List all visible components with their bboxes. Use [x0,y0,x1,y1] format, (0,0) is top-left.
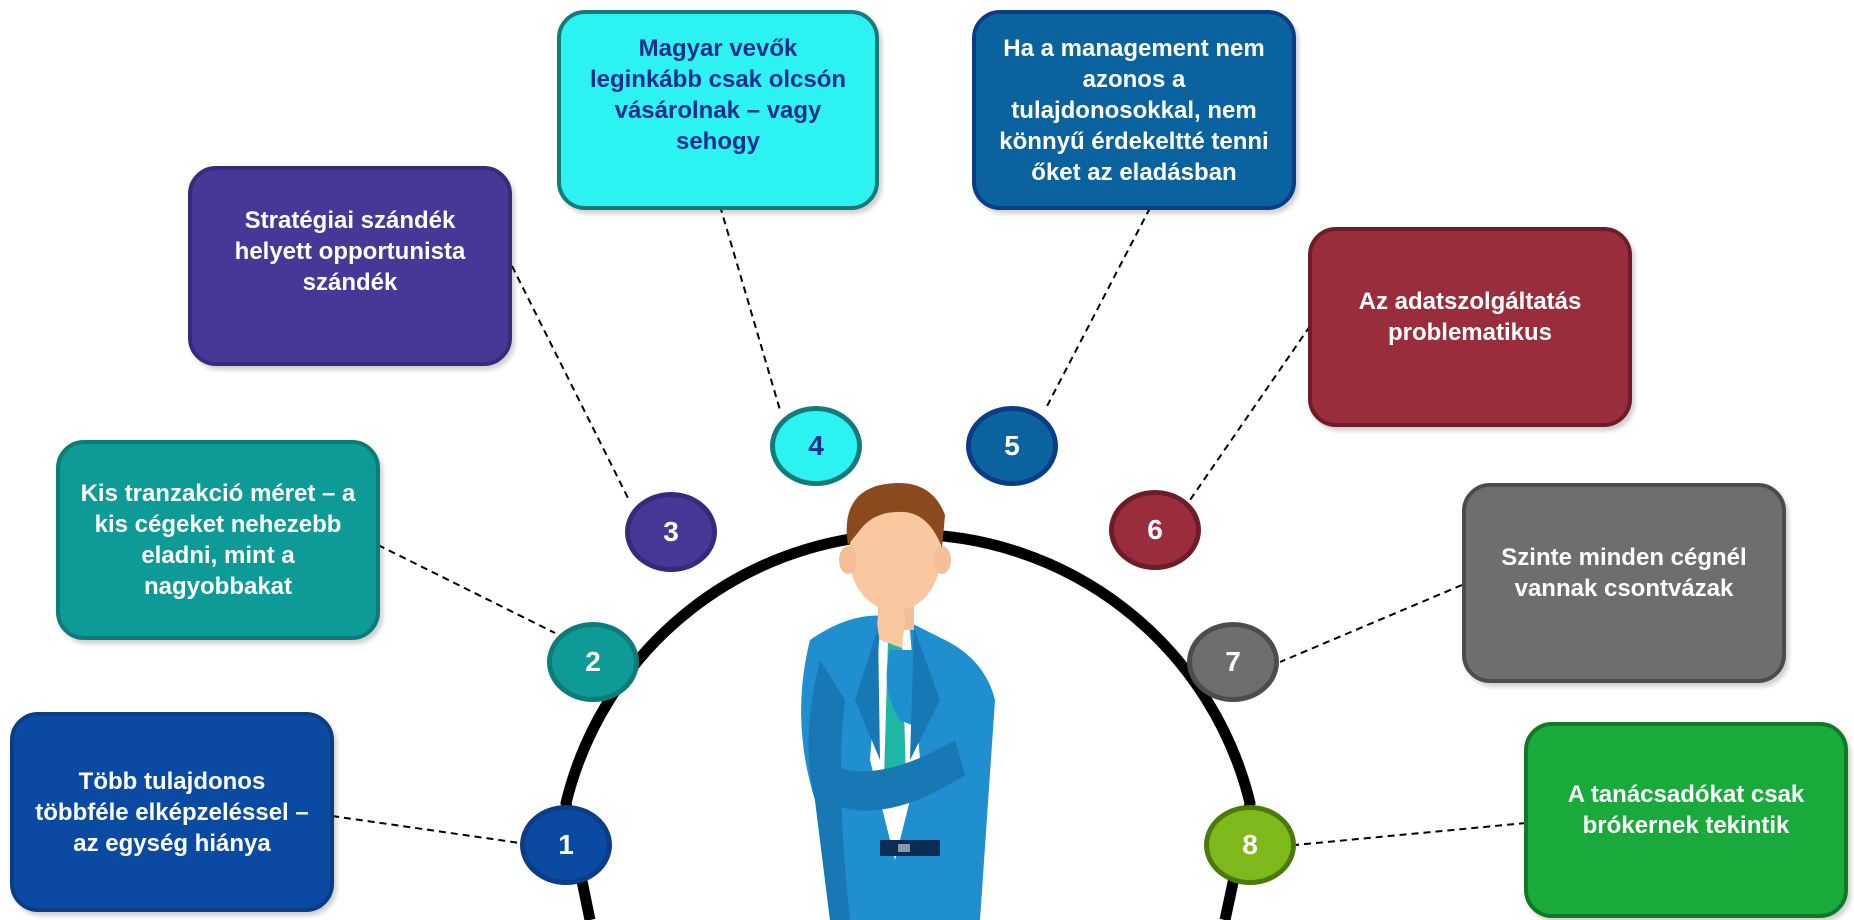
item-text-8: A tanácsadókat csak brókernek tekintik [1567,781,1805,839]
number-badge-1: 1 [520,805,612,885]
number-badge-8: 8 [1204,805,1296,885]
connector-line-3 [511,265,631,503]
item-text-6: Az adatszolgáltatás problematikus [1358,288,1582,346]
number-badge-6: 6 [1109,490,1201,570]
item-text-1: Több tulajdonos többféle elképzeléssel –… [35,767,309,857]
item-box-7: Szinte minden cégnél vannak csontvázak [1462,483,1786,683]
connector-line-7 [1279,584,1463,663]
item-box-1: Több tulajdonos többféle elképzeléssel –… [10,712,334,912]
item-box-2: Kis tranzakció méret – a kis cégeket neh… [56,440,380,640]
number-badge-3: 3 [625,492,717,572]
item-text-3: Stratégiai szándék helyett opportunista … [234,206,466,296]
item-text-5: Ha a management nem azonos a tulajdonoso… [999,34,1269,186]
item-box-3: Stratégiai szándék helyett opportunista … [188,166,512,366]
dashed-connectors [331,205,1527,846]
connector-line-1 [331,815,521,844]
number-badge-7: 7 [1187,622,1279,702]
item-box-6: Az adatszolgáltatás problematikus [1308,227,1632,427]
connector-line-8 [1294,822,1527,846]
item-box-5: Ha a management nem azonos a tulajdonoso… [972,10,1296,210]
item-box-4: Magyar vevők leginkább csak olcsón vásár… [557,10,879,210]
connector-line-2 [377,544,556,634]
number-badge-2: 2 [547,622,639,702]
item-text-2: Kis tranzakció méret – a kis cégeket neh… [80,480,356,600]
number-badge-5: 5 [966,406,1058,486]
item-box-8: A tanácsadókat csak brókernek tekintik [1524,722,1848,918]
connector-line-5 [1044,207,1151,411]
item-text-4: Magyar vevők leginkább csak olcsón vásár… [589,35,847,155]
number-badge-4: 4 [770,406,862,486]
item-text-7: Szinte minden cégnél vannak csontvázak [1501,544,1747,602]
